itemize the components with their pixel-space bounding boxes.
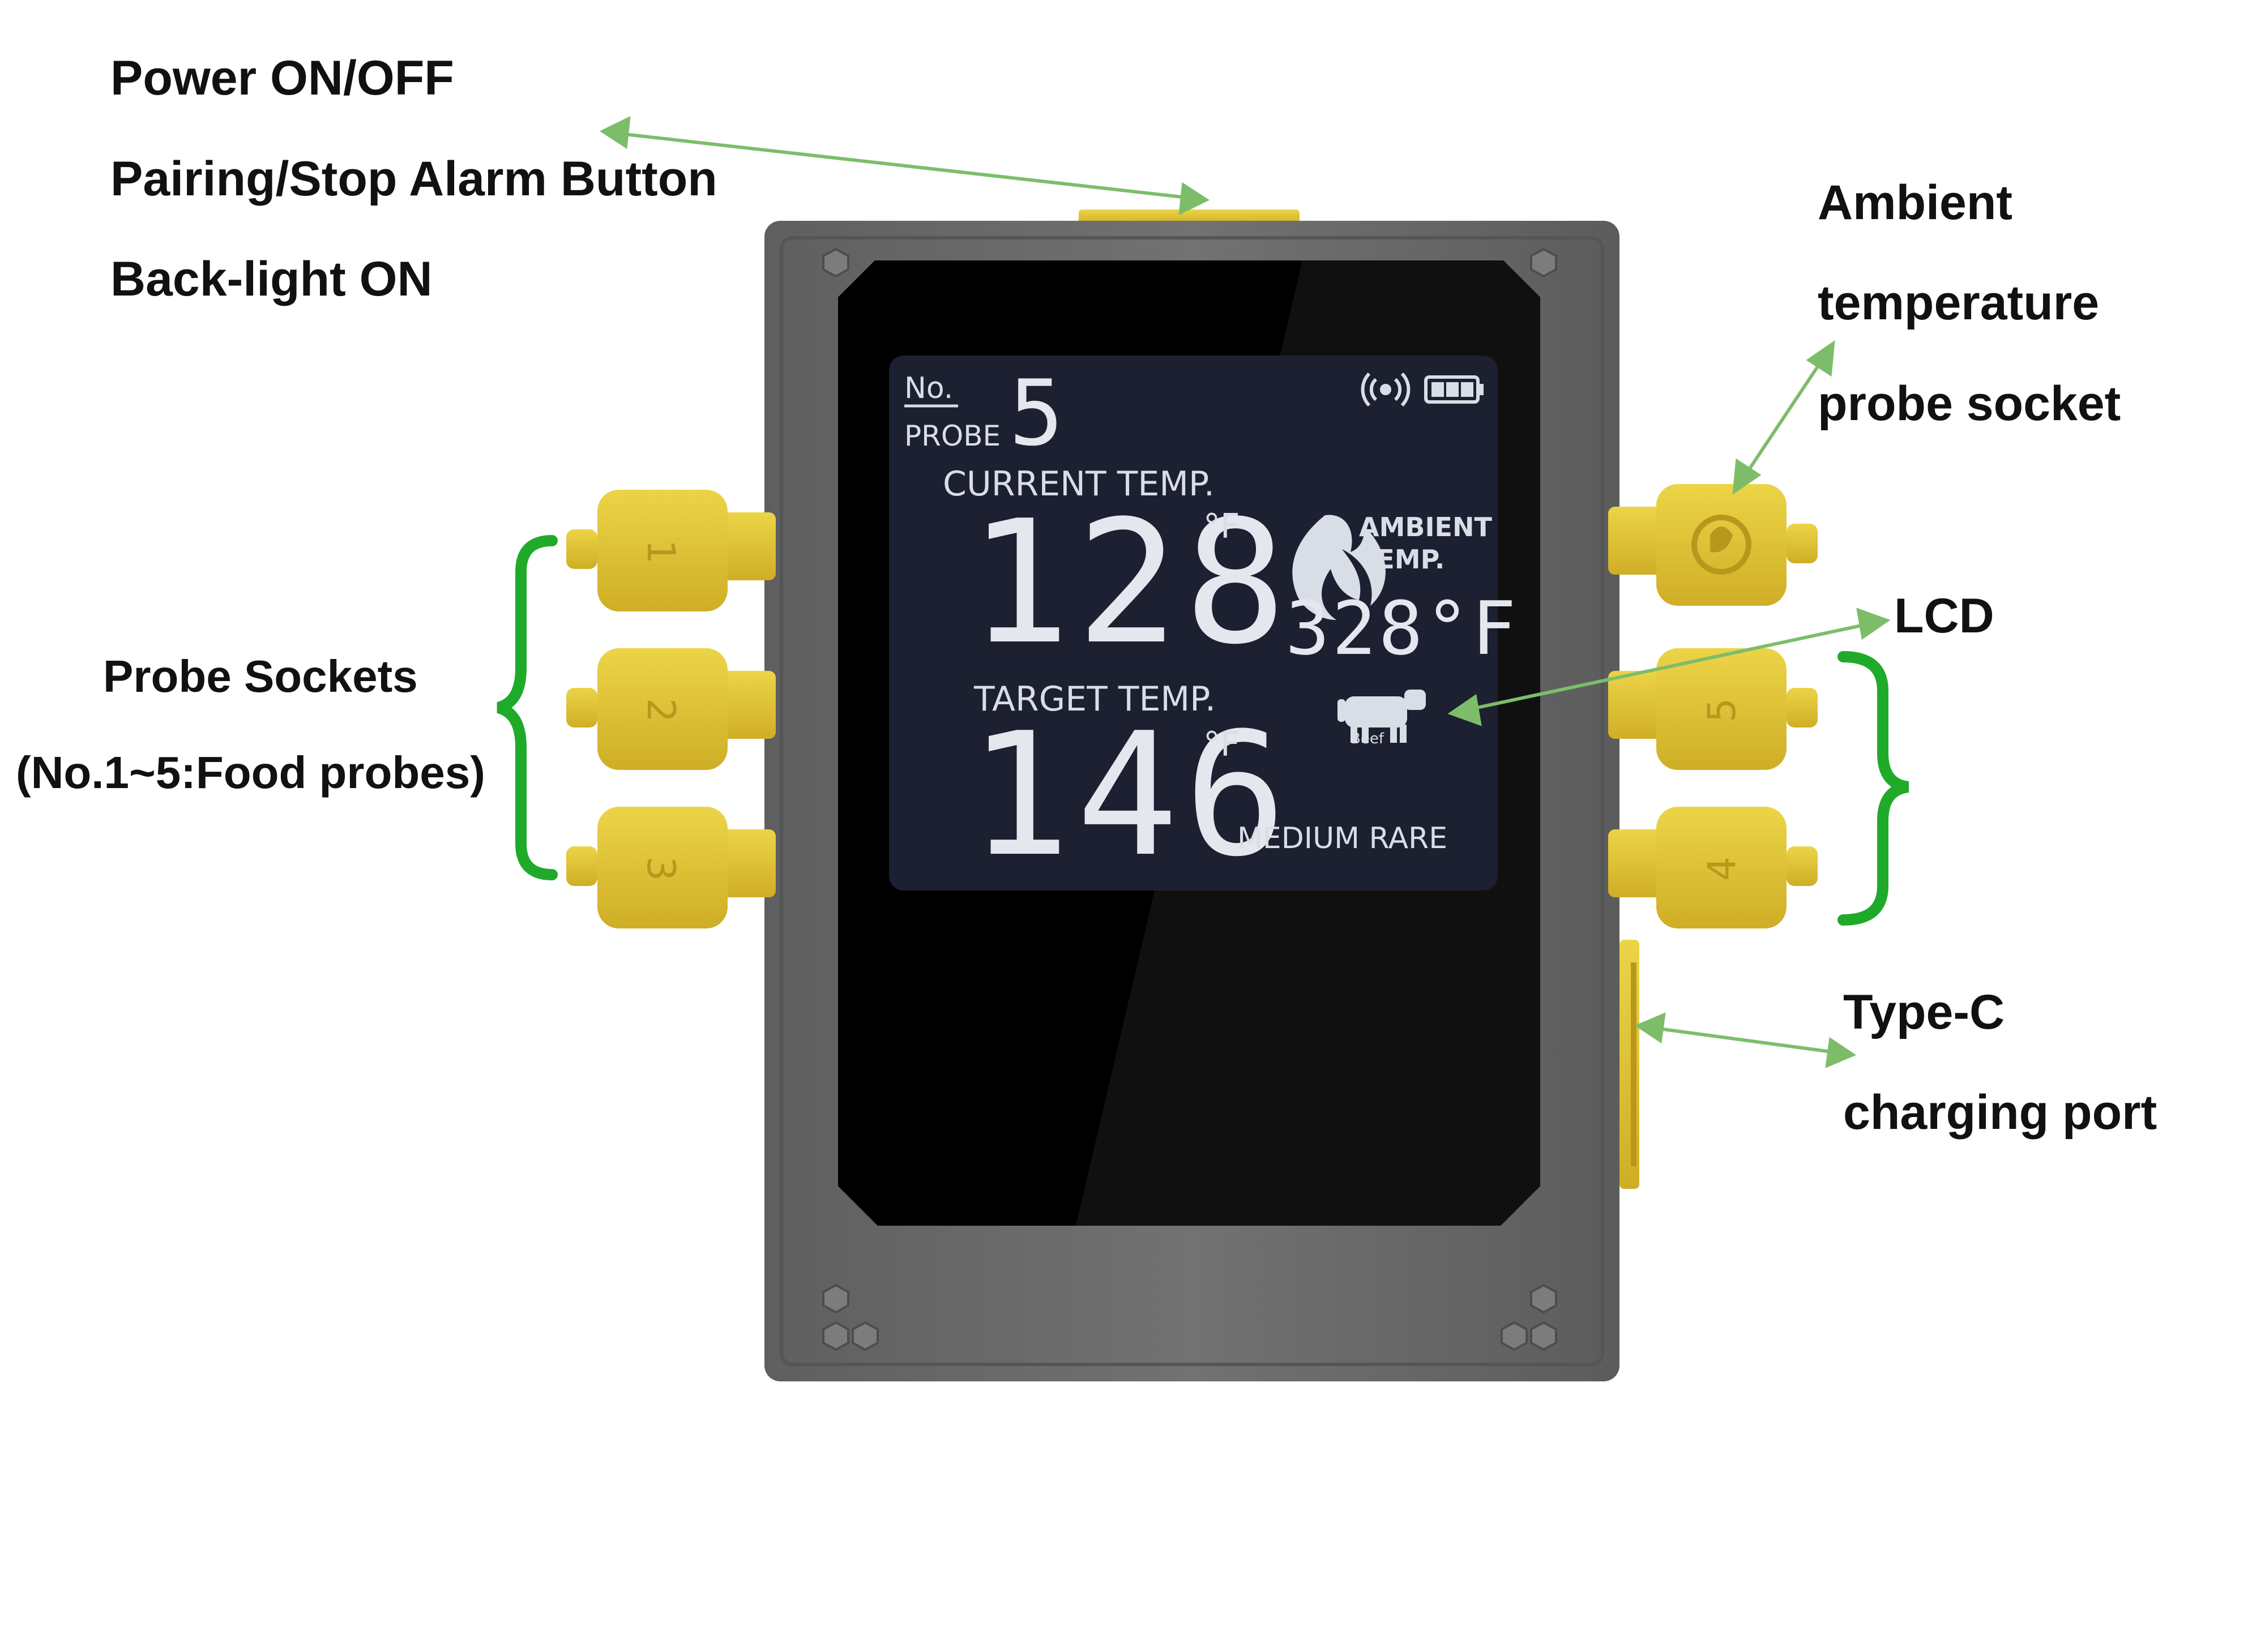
current-temp-value: 128 — [968, 484, 1292, 682]
socket-5-label: 5 — [1700, 697, 1745, 723]
current-temp-label: CURRENT TEMP. — [943, 464, 1215, 504]
socket-2-label: 2 — [638, 697, 683, 723]
probe-number: 5 — [1009, 360, 1070, 466]
lcd-label: LCD — [1894, 589, 1994, 643]
socket-1 — [566, 490, 776, 611]
socket-ambient — [1608, 484, 1818, 606]
power-button[interactable] — [1079, 209, 1300, 224]
hex-screws — [822, 247, 1557, 1351]
socket-4-label: 4 — [1700, 856, 1745, 881]
probe-label: PROBE — [904, 420, 1001, 452]
target-temp-value: 146 — [968, 696, 1292, 894]
battery-icon — [1424, 375, 1484, 404]
lcd-panel — [889, 356, 1498, 891]
socket-1-label: 1 — [638, 539, 683, 564]
left-sockets[interactable] — [566, 490, 776, 928]
right-sockets[interactable] — [1608, 484, 1818, 928]
socket-4 — [1608, 807, 1818, 928]
ambient-probe-label-3: probe socket — [1818, 376, 2121, 431]
probe-sockets-label-2: (No.1~5:Food probes) — [16, 747, 485, 798]
power-label-2: Pairing/Stop Alarm Button — [110, 152, 717, 206]
ambient-temp-value: 328°F — [1285, 585, 1519, 671]
ambient-label-2: TEMP. — [1359, 544, 1445, 575]
signal-icon — [1361, 372, 1411, 407]
typec-label-2: charging port — [1843, 1085, 2157, 1140]
doneness-label: MEDIUM RARE — [1237, 821, 1448, 855]
right-bracket — [1837, 651, 1909, 926]
left-bracket — [496, 535, 558, 880]
no-label: No. — [904, 371, 954, 405]
annotation-arrows — [599, 115, 1891, 1068]
ambient-probe-label-2: temperature — [1818, 276, 2100, 330]
socket-3-label: 3 — [638, 856, 683, 881]
target-temp-unit: °F — [1203, 725, 1240, 764]
power-label-3: Back-light ON — [110, 252, 433, 306]
socket-5 — [1608, 648, 1818, 770]
current-temp-unit: °F — [1203, 507, 1240, 546]
typec-label-1: Type-C — [1843, 985, 2005, 1039]
power-label-1: Power ON/OFF — [110, 51, 454, 105]
probe-sockets-label-1: Probe Sockets — [103, 651, 418, 701]
target-temp-label: TARGET TEMP. — [974, 679, 1216, 719]
flame-icon — [1292, 515, 1386, 620]
meat-label: Beef — [1351, 730, 1384, 747]
cow-icon — [1337, 690, 1426, 743]
ambient-probe-label-1: Ambient — [1818, 176, 2012, 230]
socket-3 — [566, 807, 776, 928]
ambient-label-1: AMBIENT — [1359, 512, 1492, 542]
socket-2 — [566, 648, 776, 770]
